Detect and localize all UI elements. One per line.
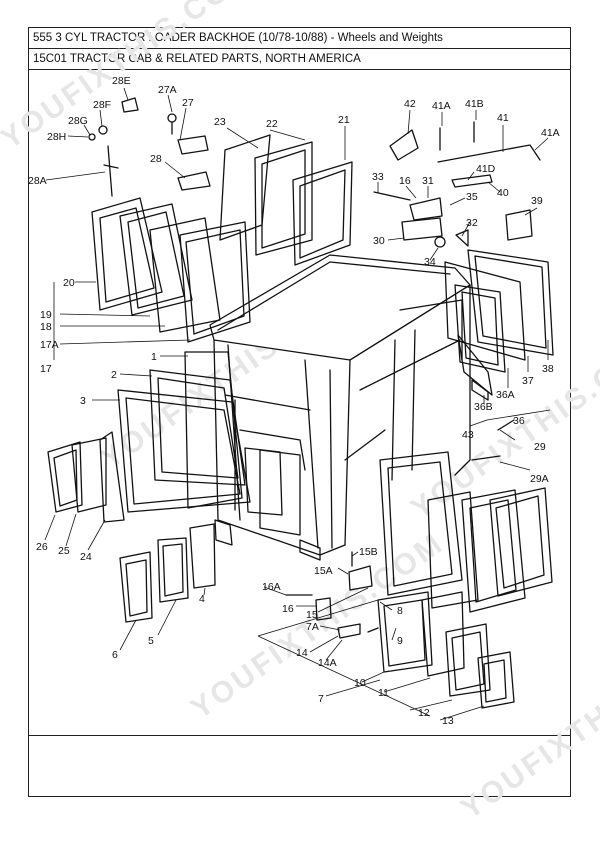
callout-label: 7A: [306, 621, 319, 633]
callout-label: 30: [373, 235, 385, 247]
callout-label: 41D: [476, 163, 496, 175]
callout-label: 36: [513, 415, 525, 427]
callout-label: 16A: [262, 581, 281, 593]
callout-label: 41: [497, 112, 509, 124]
callout-label: 22: [266, 118, 278, 130]
callout-label: 19: [40, 309, 52, 321]
callout-label: 15B: [359, 546, 378, 558]
callout-label: 37: [522, 375, 534, 387]
rear-small-windows: [119, 523, 216, 623]
callout-label: 28A: [28, 175, 47, 187]
callout-label: 16: [282, 603, 294, 615]
section-title: 15C01 TRACTOR CAB & RELATED PARTS, NORTH…: [29, 49, 570, 70]
model-title: 555 3 CYL TRACTOR LOADER BACKHOE (10/78-…: [29, 28, 570, 49]
callout-label: 14A: [318, 657, 337, 669]
callout-label: 39: [531, 195, 543, 207]
callout-label: 17A: [40, 339, 59, 351]
leader-lines: [44, 87, 551, 721]
callout-label: 6: [112, 649, 118, 661]
rear-upper-windows: [219, 134, 353, 266]
watermark-text: YOUFIXTHIS.COM: [405, 326, 600, 525]
callout-label: 3: [80, 395, 86, 407]
door-assembly: [377, 451, 553, 709]
callout-label: 28H: [47, 131, 66, 143]
callout-label: 34: [424, 256, 436, 268]
watermark-layer: YOUFIXTHIS.COM YOUFIXTHIS.COM YOUFIXTHIS…: [0, 0, 600, 826]
callout-label: 41B: [465, 98, 484, 110]
callout-label: 41A: [432, 100, 451, 112]
callout-labels: 28E 27A 27 28F 28G 28H 28A 28 23 22 21 4…: [28, 75, 560, 727]
callout-label: 20: [63, 277, 75, 289]
callout-label: 7: [318, 693, 324, 705]
callout-label: 13: [442, 715, 454, 727]
callout-label: 38: [542, 363, 554, 375]
callout-label: 10: [354, 677, 366, 689]
callout-label: 14: [296, 647, 308, 659]
callout-label: 28: [150, 153, 162, 165]
callout-label: 12: [418, 707, 430, 719]
callout-label: 29A: [530, 473, 549, 485]
footer-divider: [29, 735, 570, 736]
callout-label: 27: [182, 97, 194, 109]
callout-label: 27A: [158, 84, 177, 96]
callout-label: 42: [404, 98, 416, 110]
callout-label: 17: [40, 363, 52, 375]
left-rear-windows: [91, 197, 251, 343]
callout-label: 32: [466, 217, 478, 229]
hardware-parts: [88, 97, 541, 639]
callout-label: 8: [397, 605, 403, 617]
callout-label: 15A: [314, 565, 333, 577]
left-vent-windows: [47, 431, 125, 523]
callout-label: 11: [378, 687, 389, 699]
callout-label: 29: [534, 441, 546, 453]
callout-label: 9: [397, 635, 403, 647]
callout-label: 40: [497, 187, 509, 199]
callout-label: 28F: [93, 99, 111, 111]
callout-label: 24: [80, 551, 92, 563]
callout-label: 43: [462, 429, 474, 441]
callout-label: 5: [148, 635, 154, 647]
callout-label: 31: [422, 175, 434, 187]
callout-label: 23: [214, 116, 226, 128]
callout-label: 41A: [541, 127, 560, 139]
callout-label: 4: [199, 593, 205, 605]
watermark-text: YOUFIXTHIS.COM: [455, 626, 600, 825]
callout-label: 2: [111, 369, 117, 381]
callout-label: 21: [338, 114, 350, 126]
front-windows: [117, 351, 283, 516]
callout-label: 33: [372, 171, 384, 183]
callout-label: 28E: [112, 75, 131, 87]
right-rear-windows: [444, 249, 554, 401]
callout-label: 35: [466, 191, 478, 203]
callout-label: 36A: [496, 389, 515, 401]
callout-label: 28G: [68, 115, 88, 127]
callout-label: 15: [306, 609, 318, 621]
callout-label: 18: [40, 321, 52, 333]
diagram-frame: 555 3 CYL TRACTOR LOADER BACKHOE (10/78-…: [28, 27, 571, 797]
cab-frame: [209, 254, 471, 561]
callout-label: 1: [151, 351, 157, 363]
callout-label: 16: [399, 175, 411, 187]
callout-label: 26: [36, 541, 48, 553]
callout-label: 25: [58, 545, 70, 557]
callout-label: 36B: [474, 401, 493, 413]
